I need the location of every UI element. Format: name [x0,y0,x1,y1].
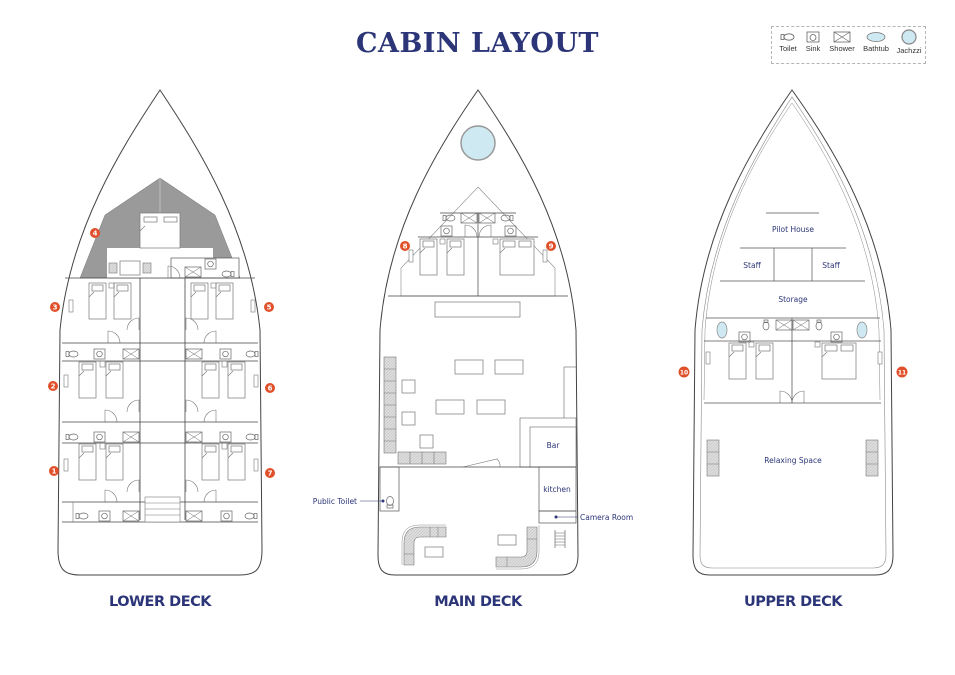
svg-text:5: 5 [267,304,272,312]
main-deck: Bar Public Toilet kitchen Camera Room [313,89,633,576]
legend-item-jacuzzi: Jachzzi [894,27,924,55]
cabin-badge-3: 3 [50,302,60,312]
room-label-staff-left: Staff [743,261,761,270]
cabin-badge-8: 8 [400,241,410,251]
sink-icon [806,31,820,43]
legend: Toilet Sink Shower Bathtub Jachzzi [771,26,926,64]
svg-text:10: 10 [680,370,688,377]
aft-sofa-right [495,525,540,570]
deck-label-main: MAIN DECK [434,594,522,610]
svg-text:3: 3 [53,304,58,312]
svg-text:8: 8 [403,243,408,251]
jacuzzi [460,125,496,161]
shower-icon [833,31,851,43]
main-deck-ladder [554,530,566,548]
page-title: CABIN LAYOUT [356,28,599,59]
legend-item-sink: Sink [802,27,824,53]
svg-text:2: 2 [51,383,56,391]
cabin-badge-5: 5 [264,302,274,312]
deck-label-upper: UPPER DECK [744,594,842,610]
relaxing-sofa-left [706,439,720,477]
room-label-storage: Storage [778,295,808,304]
upper-deck-hull [692,89,894,576]
bathtub-icon [866,32,886,42]
legend-item-shower: Shower [828,27,856,53]
legend-item-bathtub: Bathtub [861,27,891,53]
cabin-badge-9: 9 [546,241,556,251]
cabin-badge-7: 7 [265,468,275,478]
room-label-kitchen: kitchen [543,485,571,494]
svg-text:11: 11 [898,370,906,377]
cabin-badge-4: 4 [90,228,100,238]
upper-deck: Pilot House Staff Staff Storage Relaxing… [678,89,908,576]
callout-public-toilet: Public Toilet [313,497,357,506]
room-label-bar: Bar [547,441,561,450]
relaxing-sofa-right [865,439,879,477]
cabin-badge-6: 6 [265,383,275,393]
svg-text:1: 1 [52,468,57,476]
cabin-badge-11: 11 [896,366,908,378]
salon-sofa-bottom [397,451,447,465]
cabin-badge-1: 1 [49,466,59,476]
toilet-icon [780,33,795,41]
svg-text:4: 4 [93,230,98,238]
deck-label-lower: LOWER DECK [109,594,211,610]
room-label-staff-right: Staff [822,261,840,270]
bathtub-left [716,321,728,339]
jacuzzi-icon [901,29,917,45]
callout-camera-room: Camera Room [580,513,633,522]
svg-text:6: 6 [268,385,273,393]
main-deck-hull [377,89,579,576]
lower-deck-stairs [144,496,181,523]
salon-sofa-left [383,356,397,454]
lower-deck: 4 3 5 2 6 1 7 [48,89,275,576]
bathtub-right [856,321,868,339]
svg-text:9: 9 [549,243,554,251]
svg-text:7: 7 [268,470,273,478]
public-toilet-icon [386,496,394,509]
aft-sofa-left [401,524,447,566]
cabin-badge-10: 10 [678,366,690,378]
legend-item-toilet: Toilet [777,27,799,53]
room-label-relaxing-space: Relaxing Space [764,456,822,465]
room-label-pilot-house: Pilot House [772,225,814,234]
cabin-badge-2: 2 [48,381,58,391]
